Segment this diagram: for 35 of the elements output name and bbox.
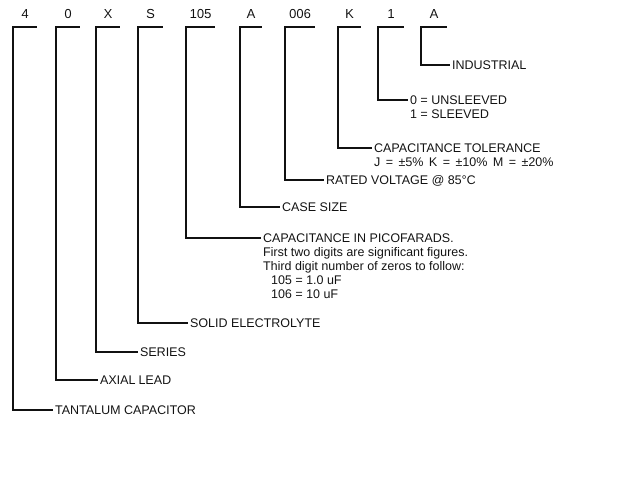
- field-description: CAPACITANCE IN PICOFARADS.: [263, 231, 455, 245]
- description-note: 106 = 10 uF: [270, 287, 340, 301]
- code-character: 1: [387, 6, 395, 21]
- description-note: First two digits are significant figures. Third digit number of zeros to follow:: [263, 245, 469, 273]
- leader-line: [337, 26, 372, 149]
- leader-line: [95, 26, 138, 353]
- leader-line: [239, 26, 280, 208]
- field-description: CAPACITANCE TOLERANCE: [374, 141, 542, 155]
- description-note: J = ±5% K = ±10% M = ±20%: [374, 155, 554, 169]
- code-character: K: [345, 6, 354, 21]
- field-description: CASE SIZE: [282, 200, 348, 214]
- field-description: RATED VOLTAGE @ 85°C: [326, 173, 476, 187]
- field-description: TANTALUM CAPACITOR: [55, 403, 196, 417]
- code-character: 006: [289, 6, 311, 21]
- code-character: S: [146, 6, 155, 21]
- code-character: A: [430, 6, 438, 21]
- leader-line: [185, 26, 261, 239]
- field-description: SOLID ELECTROLYTE: [190, 316, 320, 330]
- code-character: X: [104, 6, 112, 21]
- code-character: 105: [190, 6, 212, 21]
- leader-line: [137, 26, 188, 324]
- field-description: SERIES: [140, 345, 186, 359]
- field-description: 0 = UNSLEEVED: [410, 93, 507, 107]
- code-character: A: [246, 6, 256, 21]
- field-description: INDUSTRIAL: [452, 58, 526, 72]
- leader-line: [12, 26, 53, 411]
- description-note: 1 = SLEEVED: [410, 107, 490, 121]
- description-note: 105 = 1.0 uF: [270, 273, 343, 287]
- code-character: 0: [64, 6, 72, 21]
- leader-line: [377, 26, 408, 101]
- leader-line: [420, 26, 450, 66]
- field-description: AXIAL LEAD: [100, 373, 172, 387]
- code-character: 4: [21, 6, 29, 21]
- leader-line: [55, 26, 98, 381]
- leader-line: [284, 26, 324, 181]
